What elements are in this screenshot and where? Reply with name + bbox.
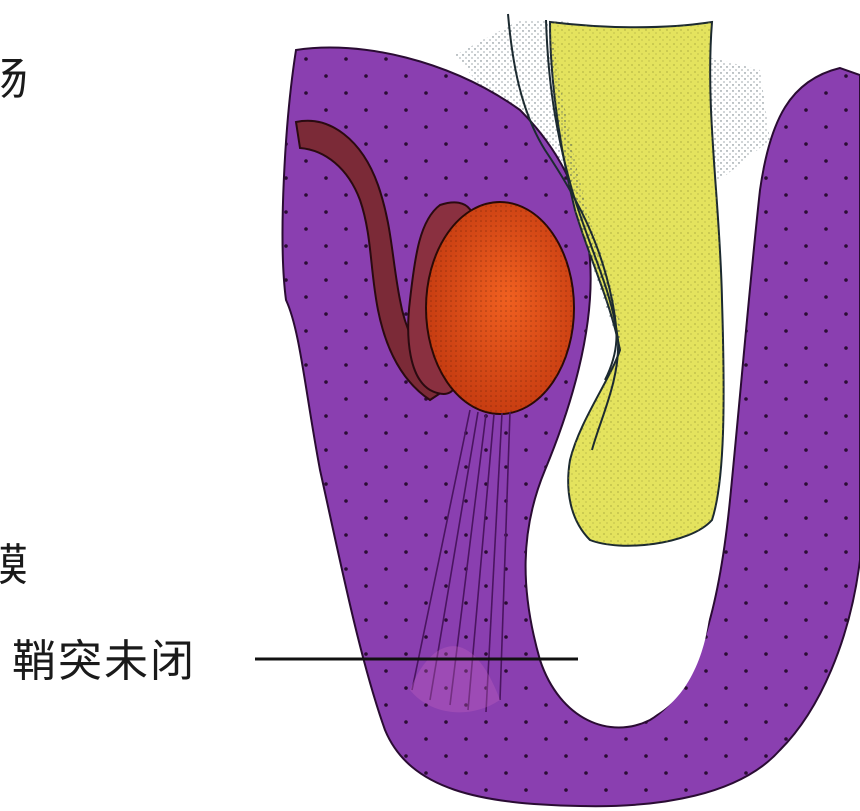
partial-label-middle: 膜 (0, 544, 28, 588)
testis-stipple (426, 202, 574, 414)
partial-label-top: 肠 (0, 58, 28, 102)
patent-processus-label: 鞘突未闭 (12, 640, 196, 684)
